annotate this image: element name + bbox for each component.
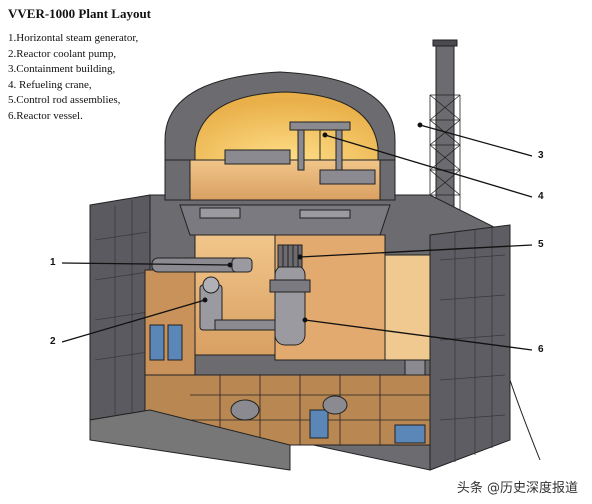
callout-label: 6 <box>538 344 544 355</box>
legend-item: 1.Horizontal steam generator, <box>8 32 139 44</box>
legend-item: 6.Reactor vessel. <box>8 109 83 122</box>
blue-equipment <box>149 324 426 444</box>
diagram-title: VVER-1000 Plant Layout <box>8 6 152 21</box>
legend: 1.Horizontal steam generator, 2.Reactor … <box>8 31 138 124</box>
refueling-crane <box>224 121 376 185</box>
callout-lines <box>61 122 533 351</box>
watermark: 头条 @历史深度报道 <box>456 481 578 496</box>
callout-label: 3 <box>538 150 544 161</box>
ground-section <box>89 379 541 471</box>
reactor-coolant-pump <box>199 276 276 331</box>
callout-label: 5 <box>538 239 544 250</box>
legend-item: 5.Control rod assemblies, <box>8 94 121 106</box>
operating-floor <box>179 204 391 236</box>
legend-item: 3.Containment building, <box>8 63 116 75</box>
callout-label: 1 <box>50 257 56 268</box>
control-rod-assemblies <box>277 244 303 268</box>
reactor-vessel <box>269 264 311 346</box>
ventilation-stack <box>429 39 461 236</box>
storage-tanks <box>230 359 426 421</box>
legend-item: 4. Refueling crane, <box>8 78 92 91</box>
callout-label: 2 <box>50 336 56 347</box>
legend-item: 2.Reactor coolant pump, <box>8 47 117 60</box>
callout-label: 4 <box>538 191 544 202</box>
